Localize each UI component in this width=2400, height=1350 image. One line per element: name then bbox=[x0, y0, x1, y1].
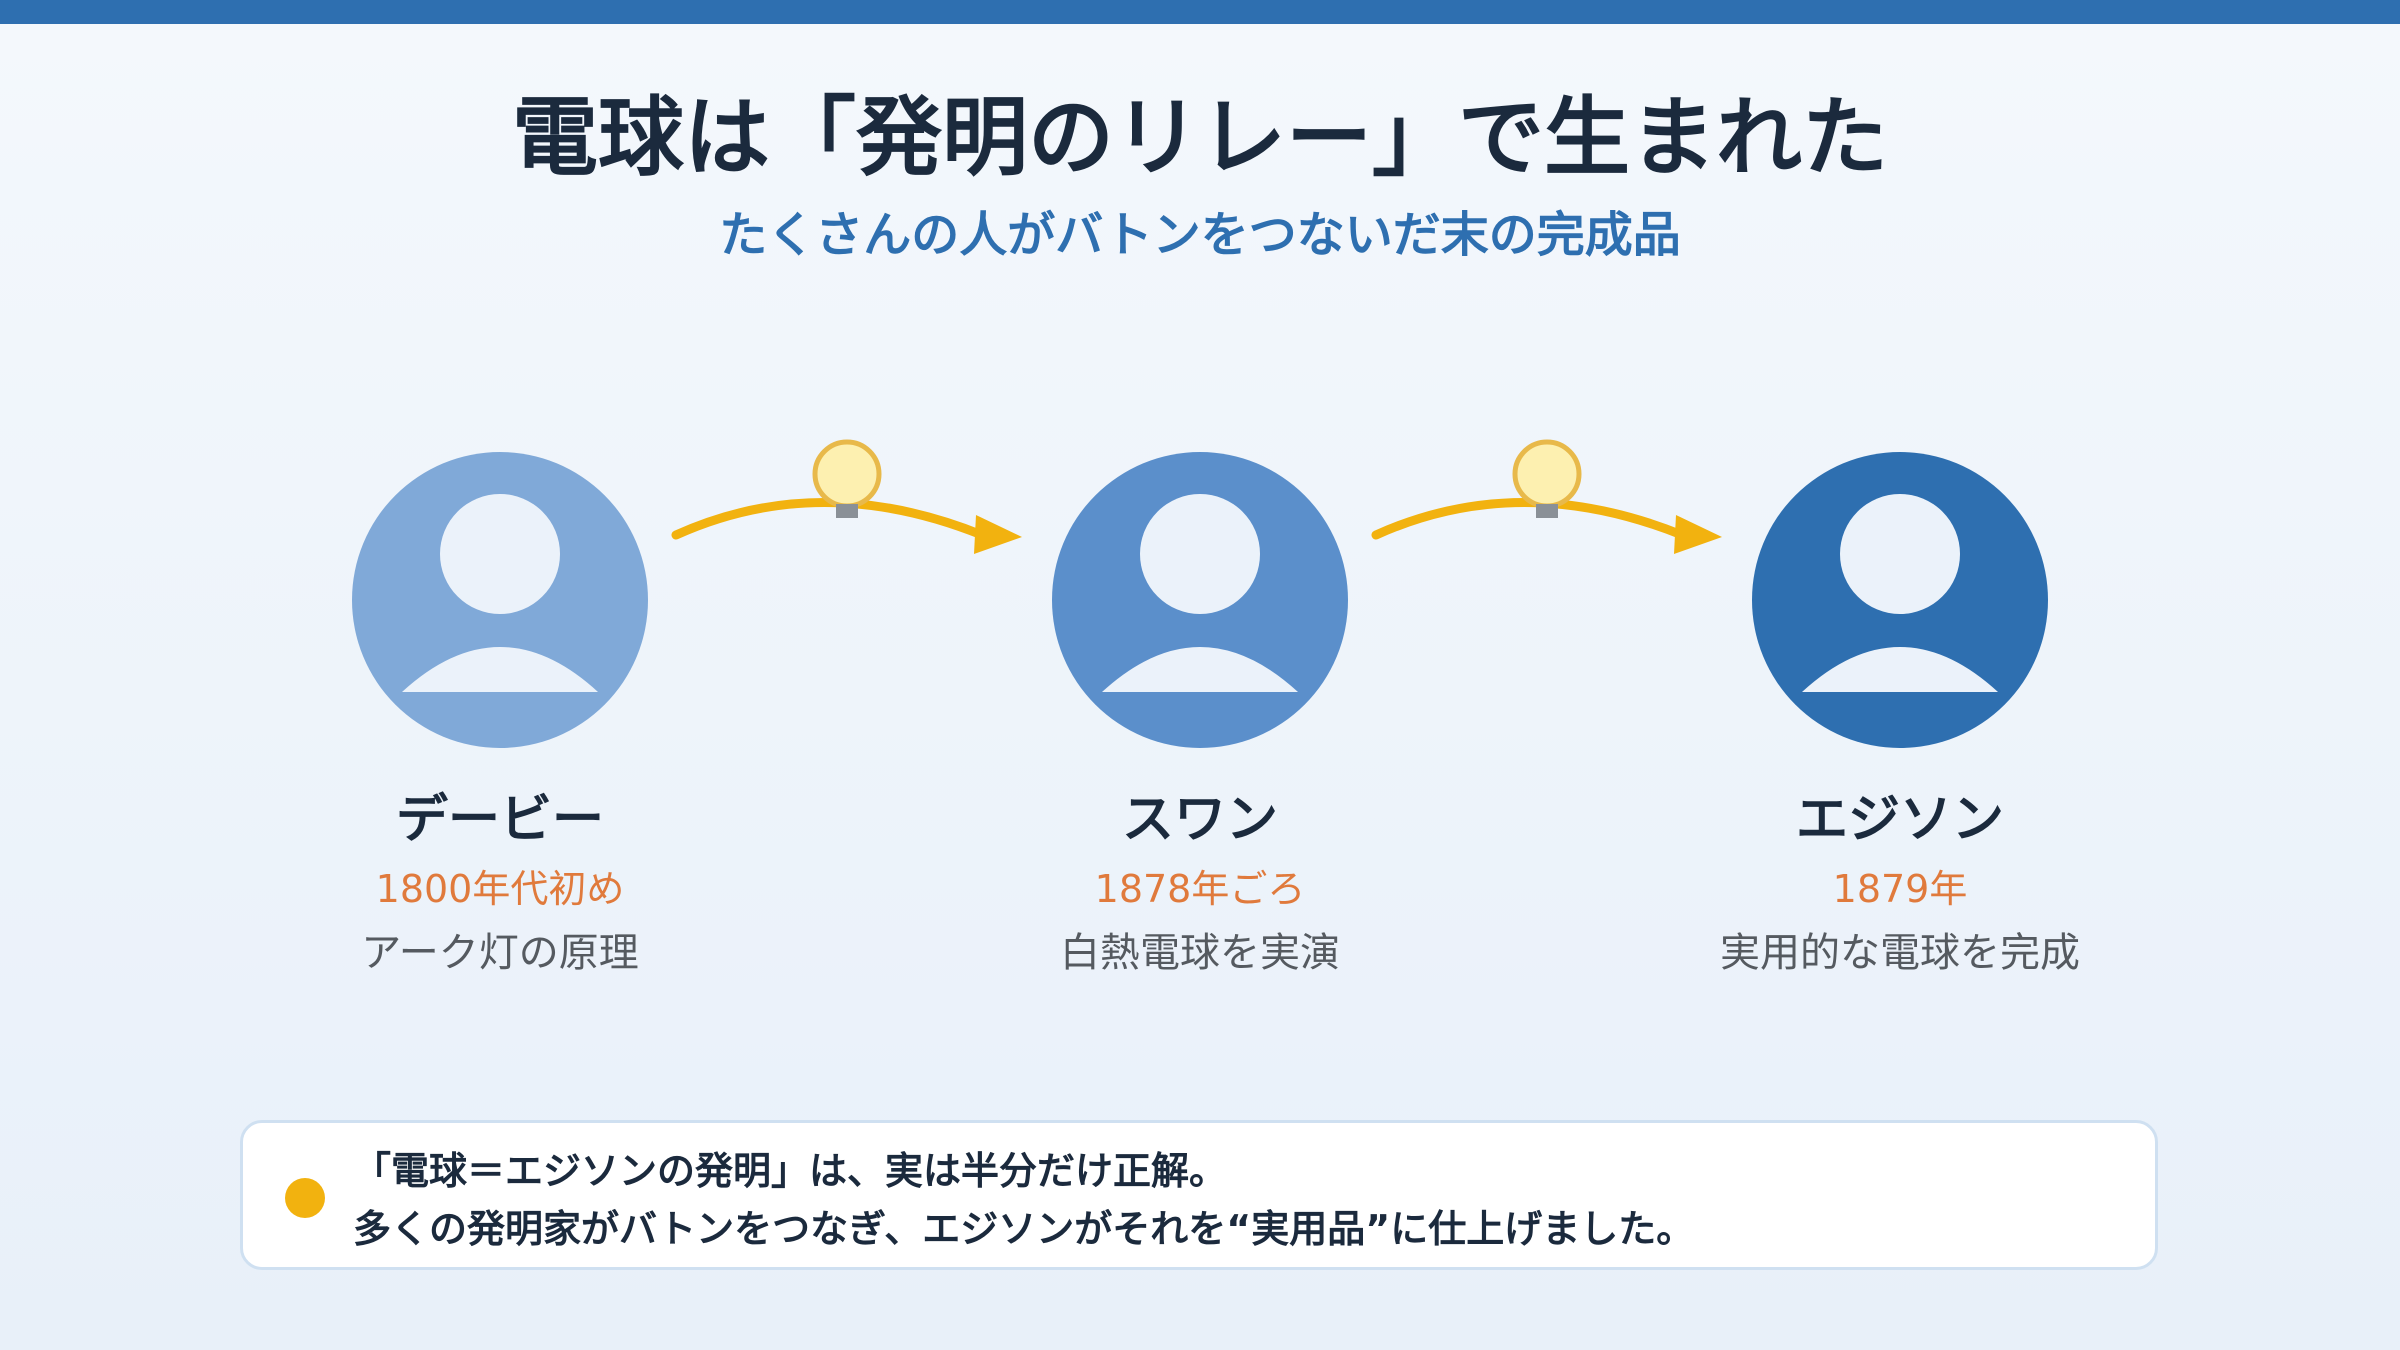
person-icon bbox=[1752, 452, 2048, 748]
inventor-name: デービー bbox=[395, 790, 604, 850]
note-line-2: 多くの発明家がバトンをつなぎ、エジソンがそれを“実用品”に仕上げました。 bbox=[353, 1207, 1695, 1251]
inventor-date: 1879年 bbox=[1832, 867, 1968, 911]
relay-arrow bbox=[671, 439, 1022, 554]
page-title: 電球は「発明のリレー」で生まれた bbox=[512, 88, 1888, 188]
inventor-avatar-davy bbox=[352, 452, 648, 748]
inventor-avatar-edison bbox=[1752, 452, 2048, 748]
bullet-dot-icon bbox=[285, 1178, 325, 1218]
inventor-avatar-swan bbox=[1052, 452, 1348, 748]
top-accent-bar bbox=[0, 0, 2400, 24]
arrow-head bbox=[974, 515, 1022, 554]
arrow-line bbox=[671, 498, 987, 540]
lightbulb-icon bbox=[812, 439, 882, 518]
note-line-1: 「電球＝エジソンの発明」は、実は半分だけ正解。 bbox=[353, 1149, 1228, 1193]
note-box: 「電球＝エジソンの発明」は、実は半分だけ正解。 多くの発明家がバトンをつなぎ、エ… bbox=[240, 1120, 2158, 1270]
relay-arrow bbox=[1371, 439, 1722, 554]
inventor-name: エジソン bbox=[1795, 790, 2004, 850]
page-subtitle: たくさんの人がバトンをつないだ末の完成品 bbox=[719, 207, 1681, 263]
inventor-description: 実用的な電球を完成 bbox=[1720, 930, 2080, 976]
arrow-line bbox=[1371, 498, 1687, 540]
inventor-description: 白熱電球を実演 bbox=[1060, 930, 1340, 976]
inventor-date: 1878年ごろ bbox=[1094, 867, 1306, 911]
inventor-description: アーク灯の原理 bbox=[361, 930, 639, 976]
inventor-name: スワン bbox=[1121, 790, 1278, 850]
arrow-head bbox=[1674, 515, 1722, 554]
inventor-date: 1800年代初め bbox=[375, 867, 625, 911]
person-icon bbox=[352, 452, 648, 748]
person-icon bbox=[1052, 452, 1348, 748]
lightbulb-icon bbox=[1512, 439, 1582, 518]
